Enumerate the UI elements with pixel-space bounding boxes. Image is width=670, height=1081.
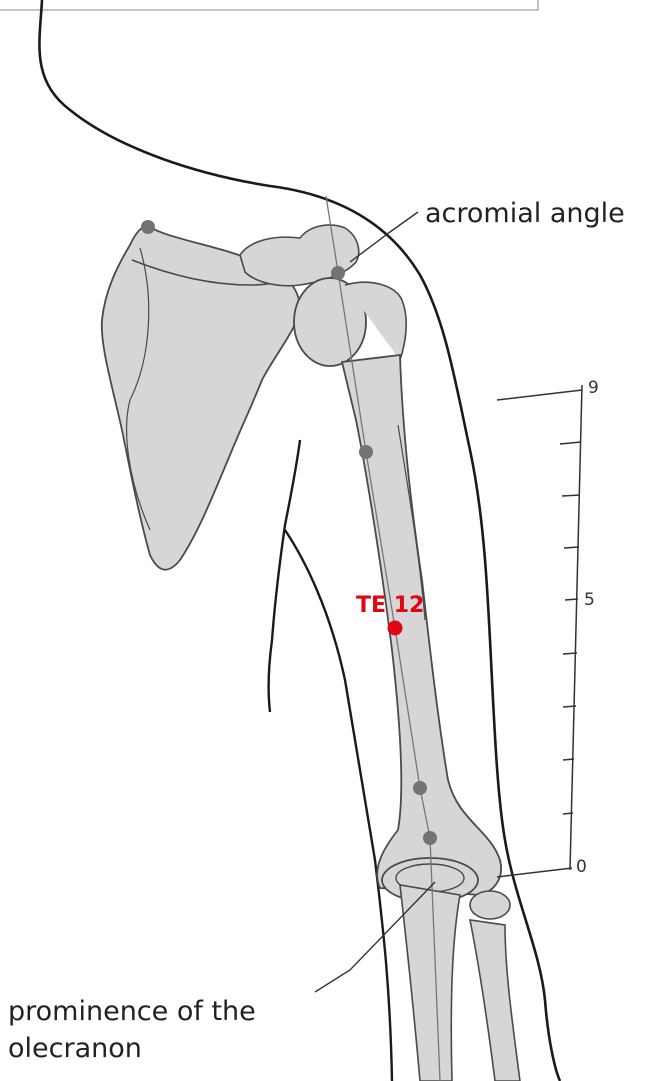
gray-point-acromion <box>331 266 345 280</box>
prominence-label-line1: prominence of the <box>8 996 256 1027</box>
acromial-leader <box>350 212 418 262</box>
torso-inner-line <box>269 440 300 712</box>
acromial-angle-label: acromial angle <box>425 198 625 229</box>
scale-tick-3 <box>563 706 576 707</box>
ulna <box>400 885 460 1081</box>
scale-tick-4 <box>563 653 577 654</box>
body-outline <box>39 0 560 1081</box>
top-frame-line <box>0 0 538 10</box>
scale-tick-1 <box>563 813 573 814</box>
scale-label-9: 9 <box>588 378 599 398</box>
gray-point-upper-arm <box>359 445 373 459</box>
gray-point-scapula <box>141 220 155 234</box>
red-point-te12 <box>388 621 403 636</box>
gray-point-lower-arm-2 <box>423 831 437 845</box>
scale-tick-9 <box>497 390 582 400</box>
scale-tick-2 <box>563 759 574 760</box>
scale-tick-8 <box>560 442 581 444</box>
measurement-scale: 9 5 0 <box>497 378 599 877</box>
gray-point-lower-arm-1 <box>413 781 427 795</box>
radial-head <box>470 891 510 919</box>
scale-label-0: 0 <box>576 857 587 877</box>
radius <box>470 920 520 1081</box>
te12-label: TE 12 <box>356 593 424 618</box>
scale-label-5: 5 <box>584 590 595 610</box>
scale-spine <box>570 385 582 870</box>
scale-tick-6 <box>564 547 579 548</box>
scale-tick-7 <box>562 495 580 496</box>
prominence-label-line2: olecranon <box>8 1033 142 1064</box>
humerus <box>342 355 501 895</box>
scale-tick-0 <box>497 868 572 877</box>
scale-tick-5 <box>565 599 578 600</box>
